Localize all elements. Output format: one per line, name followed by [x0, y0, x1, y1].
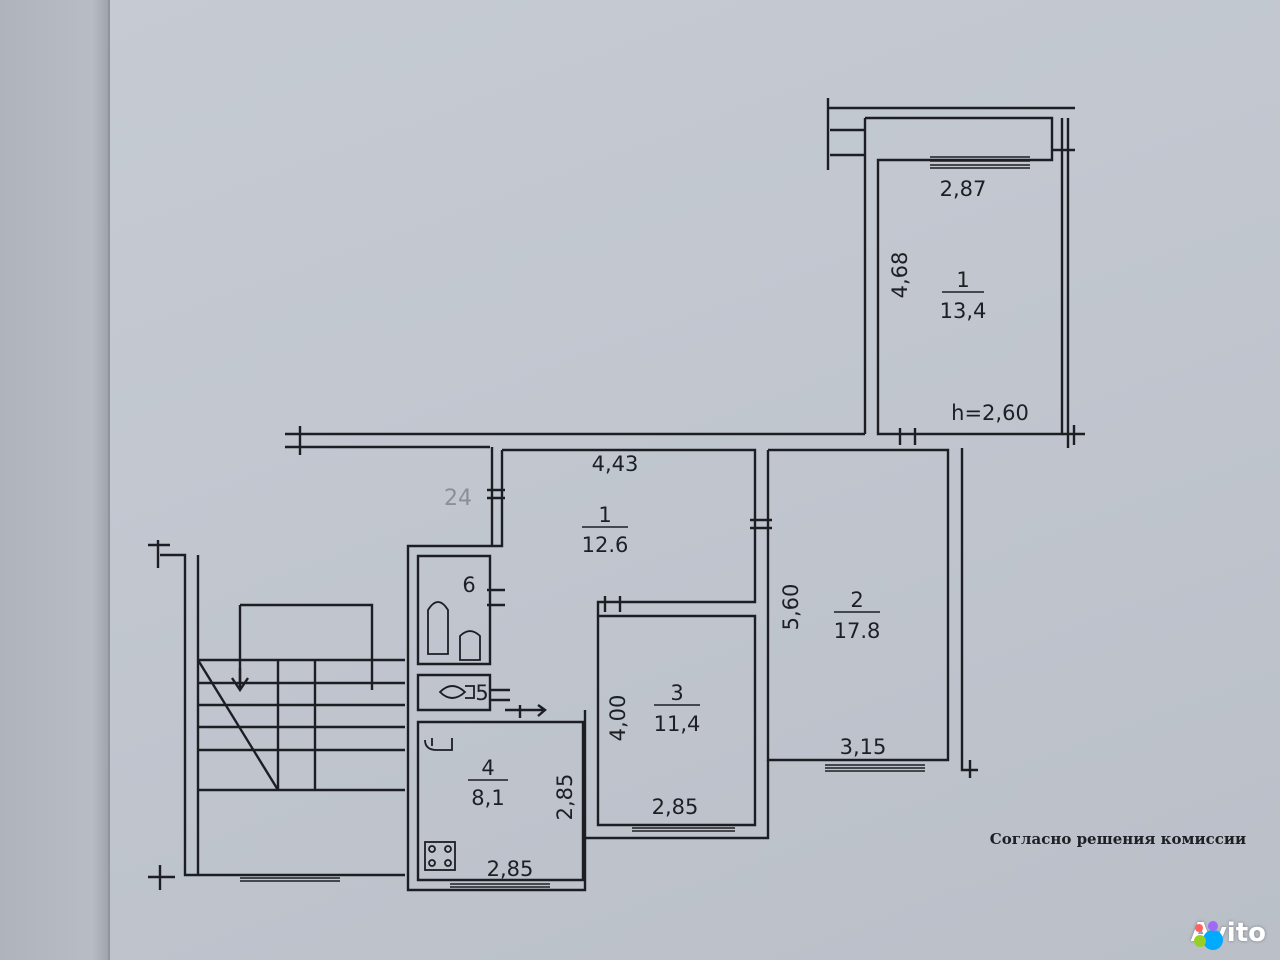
avito-logo-icon	[1193, 921, 1223, 950]
dimension-label: 3,15	[840, 735, 887, 759]
room-number: 6	[462, 573, 475, 597]
dimension-label: 4,43	[592, 452, 639, 476]
room-area: 12.6	[582, 533, 629, 557]
room-number: 1	[598, 503, 611, 527]
dimension-labels: 2,87 4,68 h=2,60 4,43 5,60 3,15 4,00 2,8…	[444, 177, 1029, 881]
fixtures	[424, 601, 481, 871]
room-number: 3	[670, 681, 683, 705]
stove-icon	[424, 841, 456, 871]
ceiling-height: h=2,60	[951, 401, 1029, 425]
windows	[240, 156, 1030, 888]
wall-mark: 24	[444, 486, 472, 511]
room-number: 2	[850, 588, 863, 612]
paper-fold	[0, 0, 110, 960]
plan-walls	[148, 98, 1085, 892]
avito-watermark: Avito	[1191, 918, 1266, 950]
kitchen-sink-icon	[424, 738, 453, 751]
room-area: 8,1	[471, 786, 504, 810]
dimension-label: 2,85	[553, 774, 577, 821]
bathtub-icon	[427, 601, 449, 655]
dimension-label: 2,85	[487, 857, 534, 881]
room-area: 13,4	[940, 299, 987, 323]
room-number: 4	[481, 756, 494, 780]
commission-caption: Согласно решения комиссии	[990, 830, 1246, 848]
dimension-label: 5,60	[779, 584, 803, 631]
room-area: 11,4	[654, 712, 701, 736]
room-area: 17.8	[834, 619, 881, 643]
dimension-label: 2,85	[652, 795, 699, 819]
dimension-label: 4,68	[888, 252, 912, 299]
dimension-label: 2,87	[940, 177, 987, 201]
room-labels: 1 13,4 1 12.6 2 17.8 3 11,4 4 8,1 6 5	[462, 268, 986, 810]
sink-icon	[459, 630, 481, 661]
room-number: 1	[956, 268, 969, 292]
dimension-label: 4,00	[606, 695, 630, 742]
toilet-icon	[438, 685, 475, 699]
room-number: 5	[475, 681, 488, 705]
